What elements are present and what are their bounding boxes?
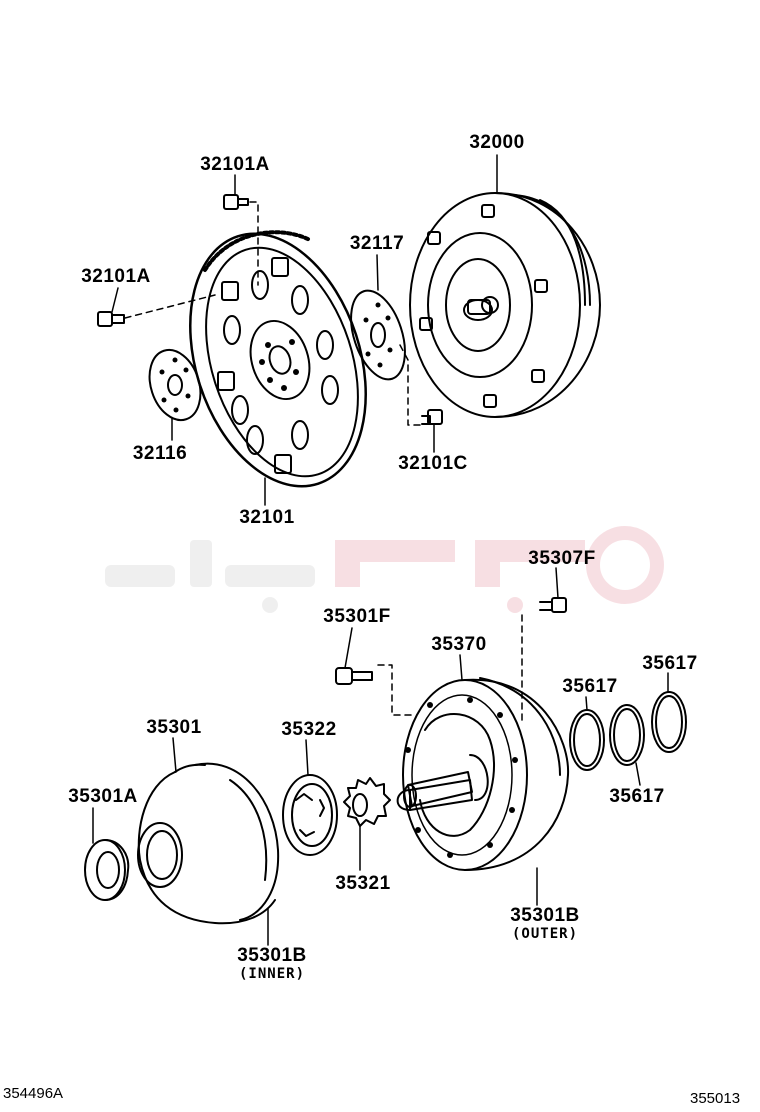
label-35370: 35370 [431, 634, 487, 655]
label-35301A: 35301A [68, 786, 138, 807]
drawing-ref-right: 355013 [690, 1090, 741, 1107]
drawing-ref-left: 354496A [3, 1085, 64, 1102]
plate-32117 [350, 289, 421, 426]
label-32116: 32116 [132, 443, 188, 464]
label-35301F: 35301F [323, 606, 391, 627]
bolt-35307F [521, 597, 567, 726]
label-35617-a: 35617 [562, 676, 618, 697]
inner-gear-35321 [343, 777, 391, 827]
oil-seal-35301A [84, 839, 130, 901]
leader-lines [92, 154, 669, 946]
drive-plate-32101 [189, 230, 367, 488]
label-35322: 35322 [281, 719, 337, 740]
label-35307F: 35307F [528, 548, 596, 569]
bolt-32101A-left [97, 294, 216, 327]
label-35301B-outer: 35301B [510, 905, 580, 926]
label-32101A-left: 32101A [81, 266, 151, 287]
plate-32116 [148, 348, 202, 422]
pump-body-35370 [396, 677, 570, 871]
outer-gear-35322 [282, 774, 338, 856]
label-35617-c: 35617 [609, 786, 665, 807]
o-ring-35617-a [569, 709, 605, 771]
bolt-32101C [421, 409, 443, 425]
bolt-32101A-top [223, 194, 259, 286]
label-35321: 35321 [335, 873, 391, 894]
sublabel-inner: (INNER) [238, 966, 306, 982]
bolt-35301F [335, 664, 413, 716]
sublabel-outer: (OUTER) [511, 926, 579, 942]
o-ring-35617-b [609, 704, 645, 766]
watermark-logo [105, 526, 664, 613]
pump-cover-35301 [137, 762, 280, 925]
stator-shaft [403, 771, 473, 808]
label-35301: 35301 [146, 717, 202, 738]
label-35301B-inner: 35301B [237, 945, 307, 966]
o-ring-35617-c [651, 691, 687, 753]
label-32101C: 32101C [398, 453, 468, 474]
torque-converter-32000 [409, 192, 601, 418]
label-32000: 32000 [469, 132, 525, 153]
label-32117: 32117 [349, 233, 405, 254]
label-32101A-top: 32101A [200, 154, 270, 175]
label-32101: 32101 [239, 507, 295, 528]
label-35617-b: 35617 [642, 653, 698, 674]
